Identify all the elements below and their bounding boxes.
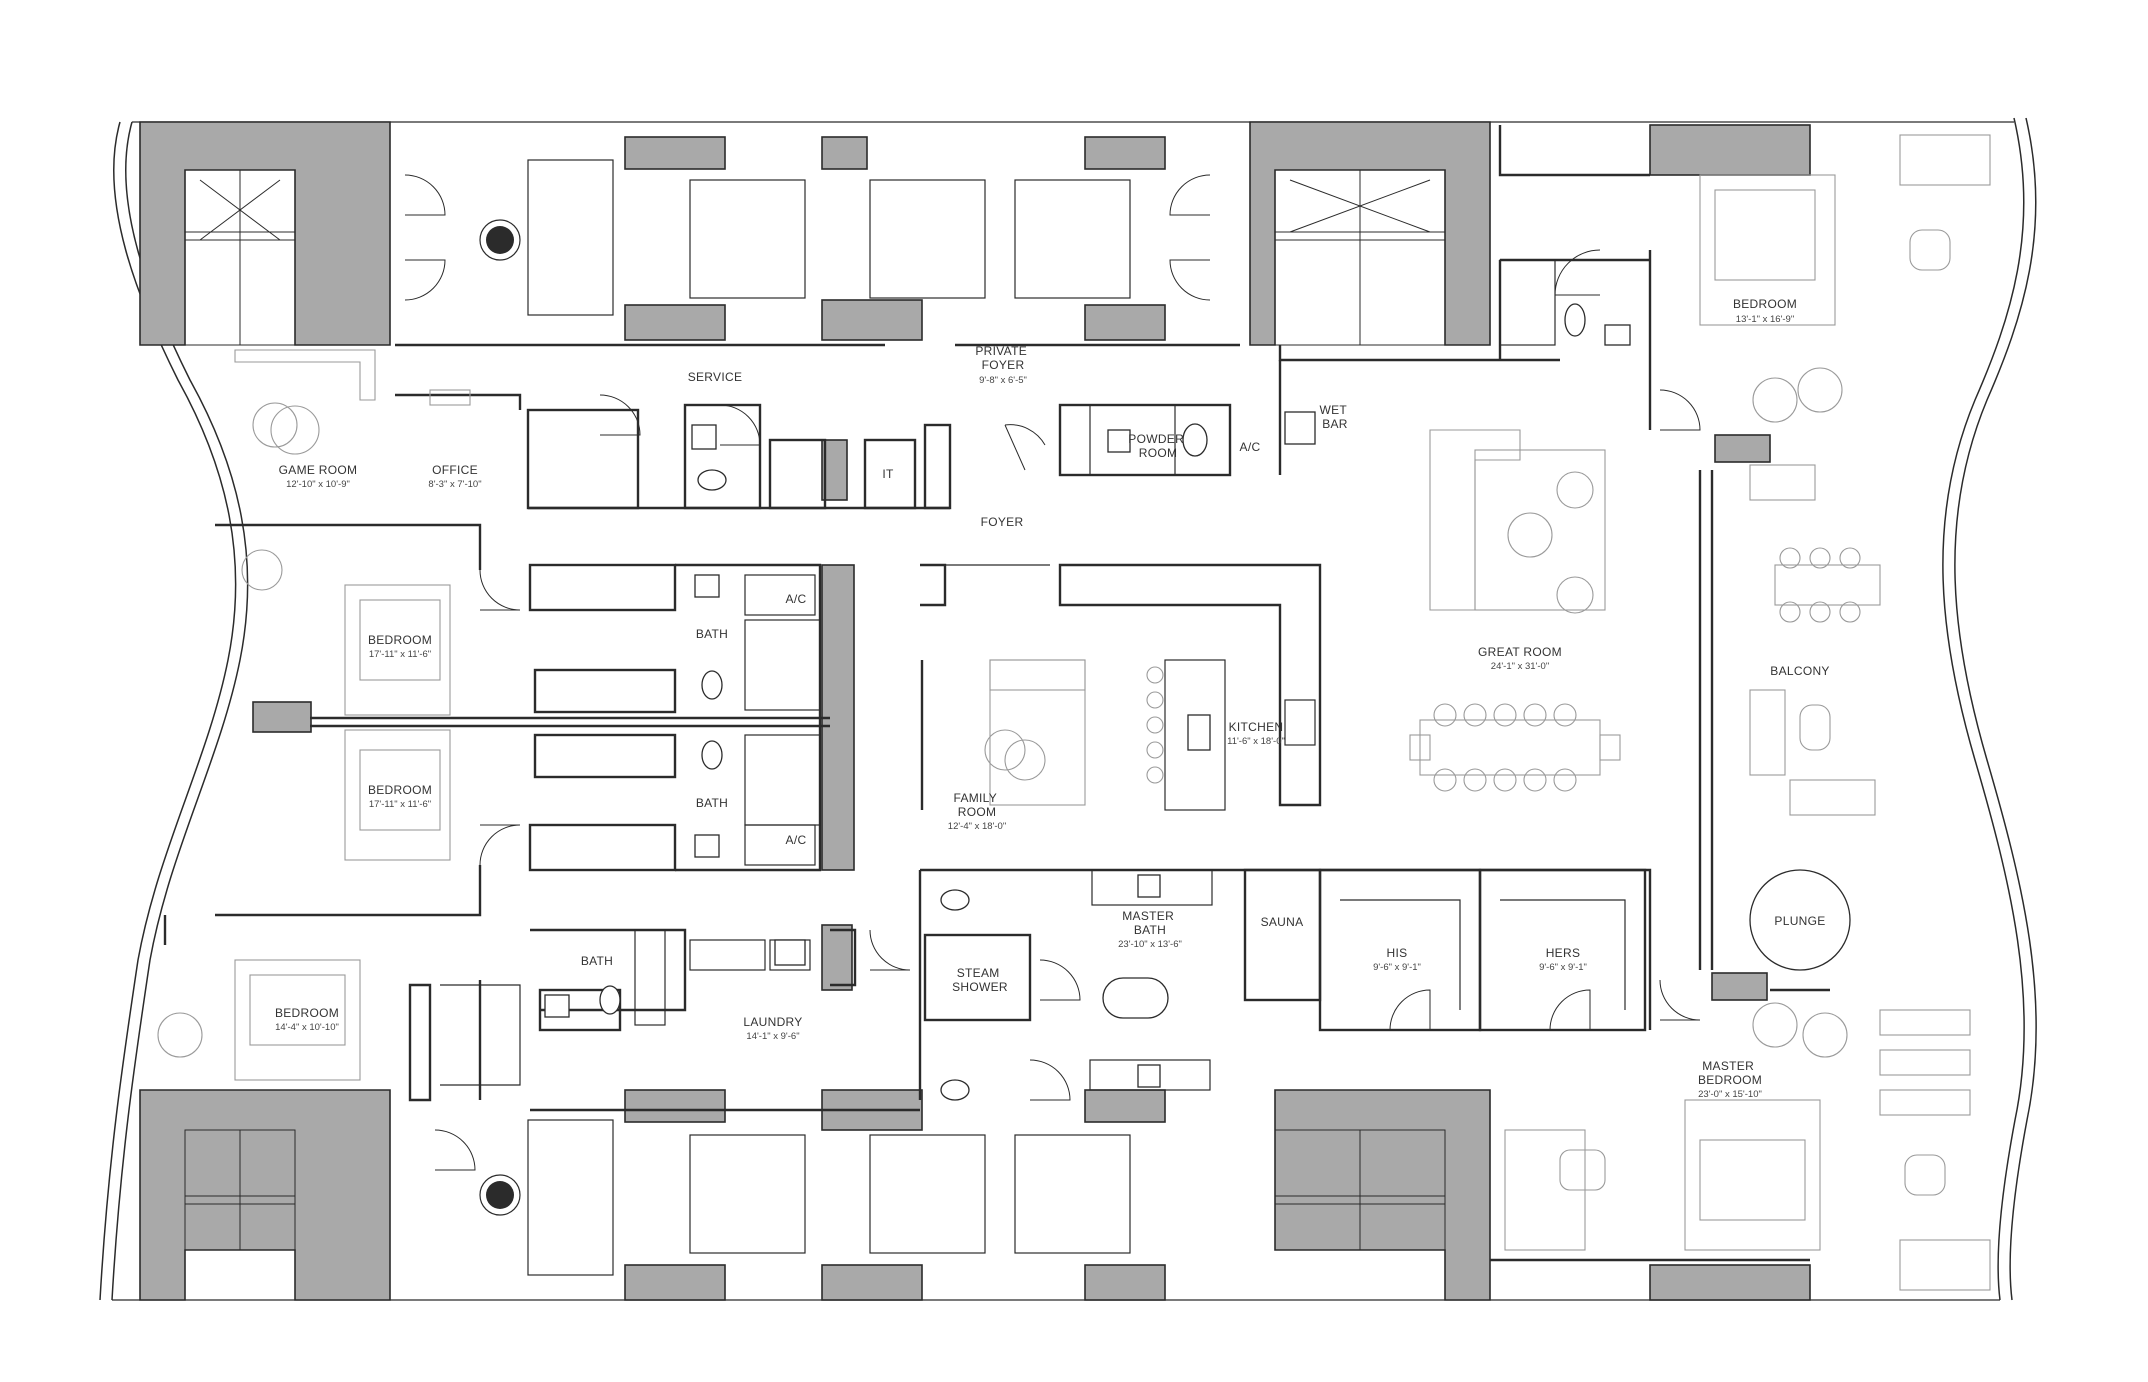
dim-bedroom-w2: 17'-11" x 11'-6": [369, 799, 431, 810]
label-laundry: LAUNDRY: [743, 1015, 802, 1029]
dim-master-bedroom: 23'-0" x 15'-10": [1698, 1089, 1762, 1100]
dim-private-foyer: 9'-8" x 6'-5": [979, 375, 1027, 386]
dim-game-room: 12'-10" x 10'-9": [286, 479, 350, 490]
label-bedroom-w2: BEDROOM: [368, 783, 432, 797]
stair-ne: [1274, 169, 1446, 346]
label-hers: HERS: [1546, 946, 1581, 960]
furniture: [157, 134, 1991, 1291]
label-balcony: BALCONY: [1770, 664, 1829, 678]
stair-sw: [184, 1129, 296, 1251]
dim-master-bath: 23'-10" x 13'-6": [1118, 939, 1182, 950]
label-bath-sw: BATH: [581, 954, 613, 968]
stair-se: [1274, 1129, 1446, 1251]
label-wet-bar: WET BAR: [1320, 403, 1351, 431]
label-it: IT: [882, 467, 894, 481]
label-plunge: PLUNGE: [1774, 914, 1825, 928]
label-his: HIS: [1387, 946, 1408, 960]
label-powder-room: POWDER ROOM: [1128, 432, 1187, 460]
label-office: OFFICE: [432, 463, 478, 477]
dim-bedroom-w1: 17'-11" x 11'-6": [369, 649, 431, 660]
label-family-room: FAMILY ROOM: [953, 791, 1000, 819]
label-steam-shower: STEAM SHOWER: [952, 966, 1008, 994]
dim-great-room: 24'-1" x 31'-0": [1491, 661, 1549, 672]
label-service: SERVICE: [688, 370, 743, 384]
label-ac-w2: A/C: [786, 833, 807, 847]
label-master-bath: MASTER BATH: [1122, 909, 1177, 937]
room-labels: SERVICE PRIVATE FOYER 9'-8" x 6'-5" WET …: [275, 297, 1829, 1100]
elevators: [479, 159, 1131, 1276]
dim-kitchen: 11'-6" x 18'-0": [1227, 736, 1285, 747]
label-bedroom-w1: BEDROOM: [368, 633, 432, 647]
label-ac-w1: A/C: [786, 592, 807, 606]
label-master-bedroom: MASTER BEDROOM: [1698, 1059, 1762, 1087]
dim-hers: 9'-6" x 9'-1": [1539, 962, 1587, 973]
label-bath-w1: BATH: [696, 627, 728, 641]
label-foyer: FOYER: [981, 515, 1024, 529]
stair-nw: [184, 169, 296, 346]
dim-family-room: 12'-4" x 18'-0": [948, 821, 1006, 832]
doors: [404, 174, 1701, 1171]
interior-walls: [163, 125, 1830, 1262]
dim-office: 8'-3" x 7'-10": [428, 479, 481, 490]
label-private-foyer: PRIVATE FOYER: [975, 344, 1030, 372]
label-bedroom-ne: BEDROOM: [1733, 297, 1797, 311]
stairs: [184, 169, 1446, 1251]
dim-bedroom-ne: 13'-1" x 16'-9": [1736, 314, 1794, 325]
structural-cores: [139, 121, 1811, 1301]
dim-bedroom-sw: 14'-4" x 10'-10": [275, 1022, 339, 1033]
bath-fixtures: [544, 303, 1851, 1101]
label-bath-w2: BATH: [696, 796, 728, 810]
label-bedroom-sw: BEDROOM: [275, 1006, 339, 1020]
label-great-room: GREAT ROOM: [1478, 645, 1562, 659]
label-kitchen: KITCHEN: [1229, 720, 1284, 734]
label-ac-powder: A/C: [1240, 440, 1261, 454]
dim-laundry: 14'-1" x 9'-6": [746, 1031, 799, 1042]
label-sauna: SAUNA: [1261, 915, 1304, 929]
label-game-room: GAME ROOM: [279, 463, 358, 477]
dim-his: 9'-6" x 9'-1": [1373, 962, 1421, 973]
